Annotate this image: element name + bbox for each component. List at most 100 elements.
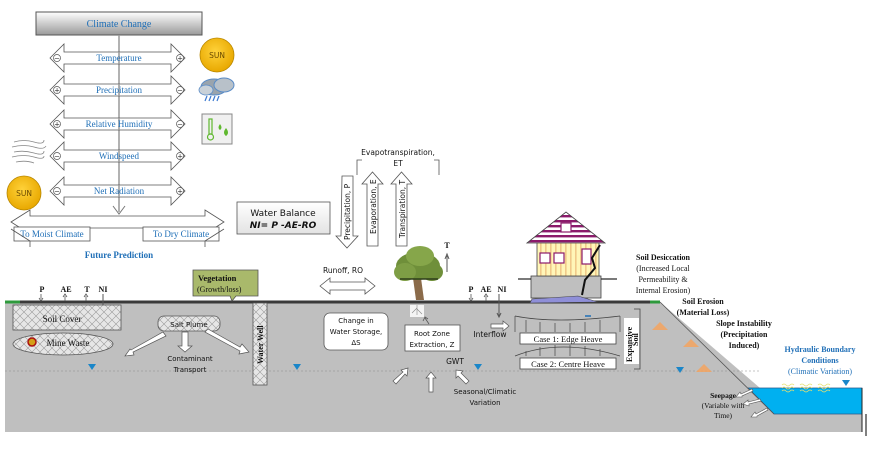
svg-text:Root Zone: Root Zone <box>414 330 450 338</box>
climate-variable-label: Net Radiation <box>94 186 145 196</box>
left-sign-label: − <box>54 55 60 63</box>
soil-label: Soil <box>631 332 640 346</box>
climate-variable-relative-humidity: + − Relative Humidity <box>49 109 186 139</box>
seepage-label: Seepage (Variable with Time) <box>702 391 745 420</box>
left-sign-label: + <box>54 121 60 129</box>
svg-text:(Climatic Variation): (Climatic Variation) <box>788 367 852 376</box>
evaporation-label: Evaporation, E <box>369 179 378 234</box>
svg-text:(Material Loss): (Material Loss) <box>677 308 730 317</box>
svg-text:(Variable with: (Variable with <box>702 401 745 410</box>
tree-transpiration-t: T <box>444 241 450 250</box>
root-zone-box <box>404 324 461 352</box>
variation-label: Variation <box>469 399 500 407</box>
house-icon <box>518 211 617 304</box>
right-sign-plus-icon <box>176 54 184 62</box>
svg-text:P: P <box>469 285 474 294</box>
salt-plume-label: Salt Plume <box>170 321 207 329</box>
svg-text:AE: AE <box>60 285 71 294</box>
svg-text:Change in: Change in <box>338 317 373 325</box>
right-sign-label: + <box>177 153 183 161</box>
vegetation-sub-label: (Growth/loss) <box>197 285 242 294</box>
erosion-marks-icon <box>652 322 712 372</box>
svg-text:Slope Instability: Slope Instability <box>716 319 772 328</box>
soil-cover-label: Soil Cover <box>43 314 82 324</box>
svg-text:ΔS: ΔS <box>351 339 361 347</box>
transpiration-label: Transpiration, T <box>398 180 407 239</box>
double-arrow <box>49 43 186 73</box>
climate-variable-label: Relative Humidity <box>86 119 153 129</box>
svg-text:NI: NI <box>99 285 108 294</box>
salt-plume-box <box>157 315 221 332</box>
vegetation-label: Vegetation <box>198 273 237 283</box>
mine-waste-label: Mine Waste <box>47 338 90 348</box>
seepage-arrows <box>735 388 769 418</box>
water-table-marker-icon <box>88 364 96 370</box>
to-moist-climate-label: To Moist Climate <box>20 229 83 239</box>
water-waves-icon <box>781 383 831 393</box>
left-sign-minus-icon <box>53 54 61 62</box>
climate-variable-label: Windspeed <box>99 151 140 161</box>
seasonal-arrows <box>392 367 470 393</box>
left-sign-label: + <box>54 87 60 95</box>
precipitation-label: Precipitation, P <box>343 183 352 240</box>
expansive-soil-bracket <box>634 308 641 370</box>
double-arrow <box>49 109 186 139</box>
case-1-label: Case 1: Edge Heave <box>534 334 603 344</box>
water-well-label: Water Well <box>256 325 265 364</box>
double-arrow <box>49 176 186 206</box>
interflow-arrow <box>490 320 510 332</box>
svg-text:Internal Erosion): Internal Erosion) <box>636 286 691 295</box>
right-sign-label: − <box>177 121 183 129</box>
svg-text:(Precipitation: (Precipitation <box>721 330 769 339</box>
contaminant-label: Contaminant <box>167 355 213 363</box>
evapotranspiration-group: Evapotranspiration, ET Precipitation, P … <box>335 148 440 249</box>
to-dry-climate-label: To Dry Climate <box>153 229 209 239</box>
runoff-label: Runoff, RO <box>323 266 363 275</box>
water-balance-title: Water Balance <box>250 209 316 219</box>
to-dry-climate-box <box>142 226 220 242</box>
water-balance-equation: NI= P -AE-RO <box>250 221 317 231</box>
left-sign-minus-icon <box>53 187 61 195</box>
svg-text:Seepage: Seepage <box>710 391 737 400</box>
evaporation-arrow <box>361 171 384 247</box>
svg-text:(Increased Local: (Increased Local <box>636 264 690 273</box>
hydraulic-boundary-label: Hydraulic Boundary Conditions (Climatic … <box>785 345 856 376</box>
svg-text:Time): Time) <box>714 411 733 420</box>
climate-variable-label: Precipitation <box>96 85 142 95</box>
right-sign-minus-icon <box>176 120 184 128</box>
climate-change-title: Climate Change <box>87 19 152 30</box>
svg-text:Soil Desiccation: Soil Desiccation <box>636 253 691 262</box>
climate-variable-label: Temperature <box>96 53 141 63</box>
vegetation-callout <box>192 269 259 302</box>
mine-waste-ellipse <box>12 332 114 356</box>
svg-text:Soil Erosion: Soil Erosion <box>682 297 724 306</box>
future-prediction-caption: Future Prediction <box>85 250 153 260</box>
sun-icon: SUN <box>199 37 235 73</box>
soil-desiccation-label: Soil Desiccation (Increased Local Permea… <box>636 253 691 295</box>
transport-label: Transport <box>173 366 207 374</box>
right-flux-terms: P AE NI <box>469 285 507 319</box>
svg-text:NI: NI <box>498 285 507 294</box>
svg-text:Conditions: Conditions <box>801 356 838 365</box>
right-sign-label: + <box>177 55 183 63</box>
expansive-label: Expansive <box>625 326 634 362</box>
water-well <box>252 302 268 386</box>
foundation-slab <box>529 295 599 304</box>
slope-line <box>659 301 775 415</box>
radiation-icon <box>27 337 37 347</box>
water-balance-box: Water Balance NI= P -AE-RO <box>236 201 331 235</box>
climate-variable-temperature: − + Temperature <box>49 43 186 73</box>
seasonal-label: Seasonal/Climatic <box>454 388 517 396</box>
svg-text:SUN: SUN <box>209 51 225 60</box>
right-sign-minus-icon <box>176 86 184 94</box>
case-2-label: Case 2: Centre Heave <box>531 359 605 369</box>
heave-diagrams <box>514 315 621 357</box>
slope-instability-label: Slope Instability (Precipitation Induced… <box>716 319 772 350</box>
contaminant-arrows <box>124 328 250 357</box>
svg-text:SUN: SUN <box>16 189 32 198</box>
water-table-marker-icon <box>293 364 301 370</box>
climate-variable-net-radiation: −+Net Radiation <box>49 176 186 206</box>
svg-text:Water Storage,: Water Storage, <box>330 328 383 336</box>
left-sign-label: − <box>54 188 60 196</box>
